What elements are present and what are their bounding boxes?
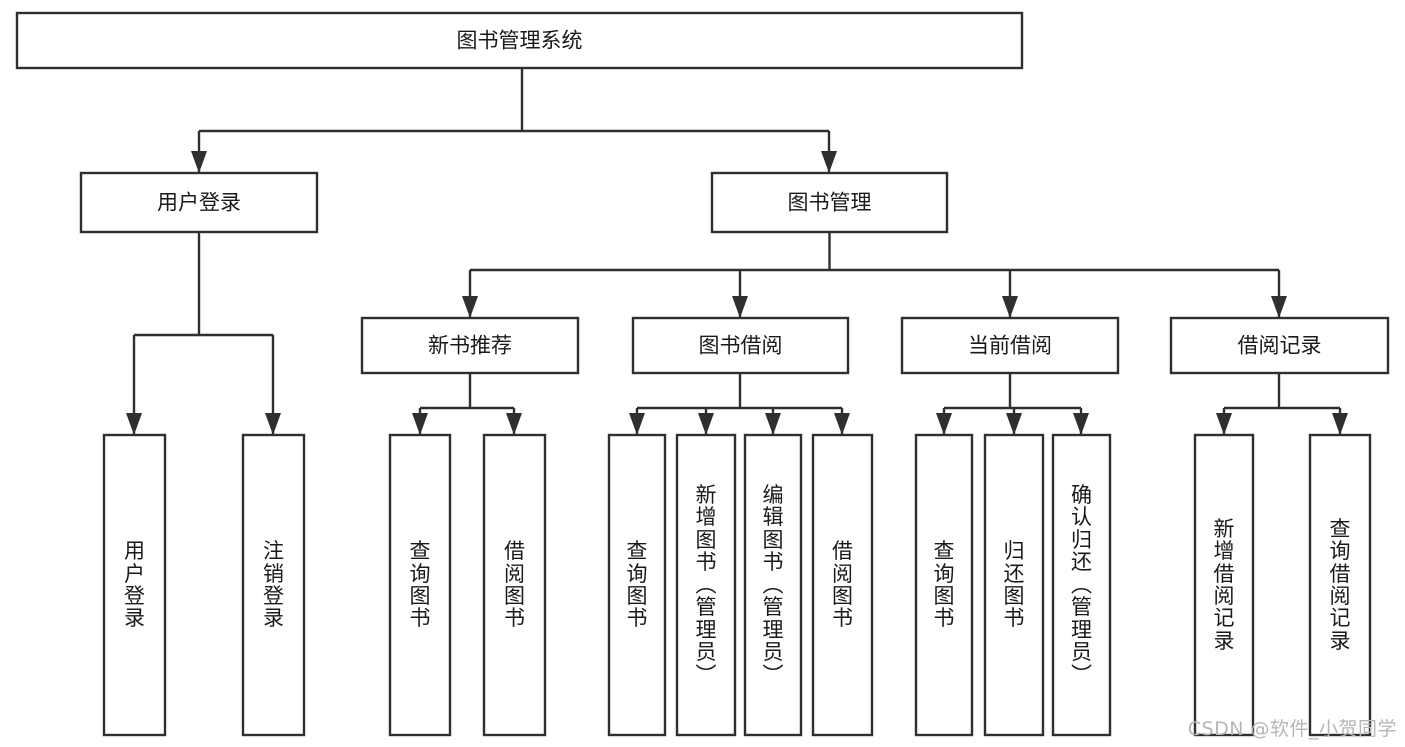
arrow-head-icon: [1332, 413, 1348, 435]
node-box-root[interactable]: [15, 11, 1024, 70]
arrow-head-icon: [834, 413, 850, 435]
node-box-leaf-borrow-book-br[interactable]: [811, 433, 874, 737]
node-box-leaf-borrow-book-rec[interactable]: [482, 433, 547, 737]
node-box-leaf-user-login[interactable]: [102, 433, 167, 737]
arrow-head-icon: [1002, 296, 1018, 318]
node-box-leaf-query-record[interactable]: [1308, 433, 1372, 737]
node-boxes: [15, 11, 1390, 737]
arrow-head-icon: [1271, 296, 1287, 318]
node-box-book-manage[interactable]: [710, 171, 949, 234]
arrow-head-icon: [936, 413, 952, 435]
arrow-head-icon: [1006, 413, 1022, 435]
arrow-head-icon: [265, 413, 281, 435]
arrow-head-icon: [698, 413, 714, 435]
watermark: CSDN @软件_小贺同学: [1187, 718, 1397, 740]
node-box-user-login[interactable]: [79, 171, 319, 234]
node-label-borrow-record: 借阅记录: [1238, 334, 1322, 358]
node-label-root: 图书管理系统: [457, 29, 583, 53]
node-box-new-book-rec[interactable]: [360, 316, 580, 375]
arrow-head-icon: [821, 151, 837, 173]
node-box-leaf-logout[interactable]: [241, 433, 306, 737]
node-box-borrow-record[interactable]: [1169, 316, 1390, 375]
node-label-book-manage: 图书管理: [788, 191, 872, 215]
node-box-leaf-confirm-return[interactable]: [1051, 433, 1112, 737]
node-box-leaf-query-book-br[interactable]: [607, 433, 667, 737]
arrow-head-icon: [126, 413, 142, 435]
arrow-head-icon: [412, 413, 428, 435]
node-label-book-borrow: 图书借阅: [699, 334, 783, 358]
node-box-current-borrow[interactable]: [900, 316, 1120, 375]
arrow-head-icon: [462, 296, 478, 318]
node-box-leaf-add-book[interactable]: [675, 433, 737, 737]
arrow-head-icon: [1073, 413, 1089, 435]
node-box-leaf-query-book-cb[interactable]: [914, 433, 974, 737]
node-box-leaf-edit-book[interactable]: [743, 433, 803, 737]
connector-lines: [126, 68, 1348, 435]
arrow-head-icon: [191, 151, 207, 173]
node-label-user-login: 用户登录: [157, 191, 241, 215]
arrow-head-icon: [629, 413, 645, 435]
node-box-leaf-return-book[interactable]: [983, 433, 1045, 737]
arrow-head-icon: [732, 296, 748, 318]
node-box-book-borrow[interactable]: [631, 316, 850, 375]
arrow-head-icon: [765, 413, 781, 435]
arrow-head-icon: [1216, 413, 1232, 435]
node-label-current-borrow: 当前借阅: [968, 334, 1052, 358]
arrow-head-icon: [506, 413, 522, 435]
node-box-leaf-query-book-rec[interactable]: [388, 433, 452, 737]
node-box-leaf-add-record[interactable]: [1193, 433, 1255, 737]
node-label-new-book-rec: 新书推荐: [428, 334, 512, 358]
